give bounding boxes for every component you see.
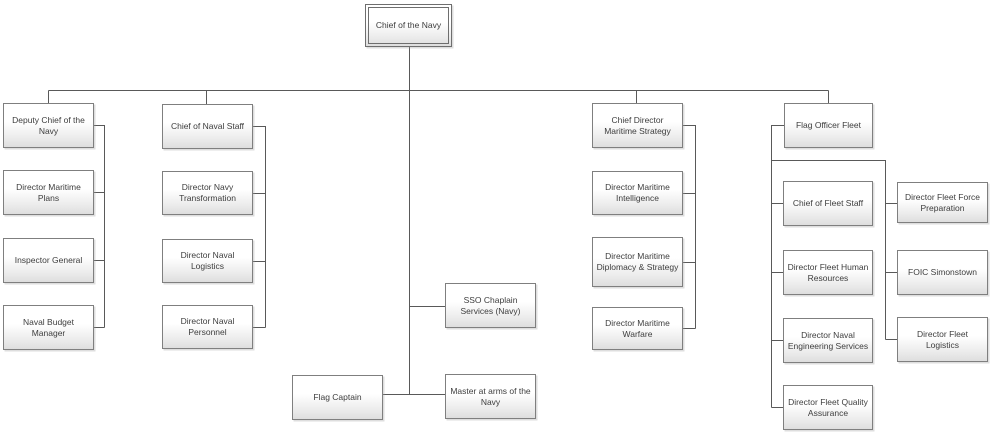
node-label: Chief of Fleet Staff [792,198,864,209]
node-label: Director Navy Transformation [179,182,236,203]
node-label: Naval Budget Manager [22,316,75,338]
node-chief-of-the-navy: Chief of the Navy [365,4,452,47]
node-label: Master at arms of the Navy [450,385,531,407]
node-chief-director-maritime-strategy: Chief Director Maritime Strategy [592,103,683,148]
node-label: Flag Officer Fleet [795,120,862,131]
node-sso-chaplain-services: SSO Chaplain Services (Navy) [445,283,536,328]
node-director-fleet-force-preparation: Director Fleet Force Preparation [897,182,988,223]
node-flag-captain: Flag Captain [292,375,383,420]
node-label: FOIC Simonstown [908,267,977,278]
node-director-maritime-diplomacy-strategy: Director Maritime Diplomacy & Strategy [592,237,683,287]
node-deputy-chief-of-the-navy: Deputy Chief of the Navy [3,103,94,148]
node-label: SSO Chaplain Services (Navy) [460,294,521,316]
node-naval-budget-manager: Naval Budget Manager [3,305,94,350]
node-label: Director Maritime Diplomacy & Strategy [596,251,679,272]
node-label: Director Naval Engineering Services [787,329,869,351]
node-label: Director Naval Logistics [180,250,235,271]
node-director-naval-personnel: Director Naval Personnel [162,305,253,349]
node-director-fleet-logistics: Director Fleet Logistics [897,317,988,362]
node-label: Chief of the Navy [375,20,442,31]
node-director-maritime-intelligence: Director Maritime Intelligence [592,171,683,215]
node-label: Flag Captain [313,392,362,403]
node-director-fleet-quality-assurance: Director Fleet Quality Assurance [783,385,873,430]
node-label: Director Fleet Force Preparation [904,191,981,213]
node-inspector-general: Inspector General [3,238,94,283]
node-label: Director Naval Personnel [180,316,235,337]
node-label: Director Maritime Intelligence [605,182,670,203]
node-label: Director Fleet Quality Assurance [788,396,868,418]
node-label: Chief of Naval Staff [170,121,245,132]
node-flag-officer-fleet: Flag Officer Fleet [784,103,873,148]
node-label: Director Maritime Warfare [605,317,670,339]
node-director-maritime-plans: Director Maritime Plans [3,170,94,215]
node-master-at-arms: Master at arms of the Navy [445,374,536,419]
node-label: Director Fleet Human Resources [787,261,869,283]
node-director-navy-transformation: Director Navy Transformation [162,171,253,215]
node-label: Deputy Chief of the Navy [12,114,85,136]
node-director-fleet-human-resources: Director Fleet Human Resources [783,250,873,295]
node-chief-of-naval-staff: Chief of Naval Staff [162,104,253,149]
node-label: Director Fleet Logistics [916,328,968,350]
node-director-naval-engineering-services: Director Naval Engineering Services [783,318,873,363]
node-label: Inspector General [14,255,83,266]
node-director-naval-logistics: Director Naval Logistics [162,239,253,283]
node-chief-of-fleet-staff: Chief of Fleet Staff [783,181,873,226]
node-director-maritime-warfare: Director Maritime Warfare [592,307,683,350]
node-foic-simonstown: FOIC Simonstown [897,250,988,295]
node-label: Director Maritime Plans [16,181,81,203]
node-label: Chief Director Maritime Strategy [604,114,671,136]
